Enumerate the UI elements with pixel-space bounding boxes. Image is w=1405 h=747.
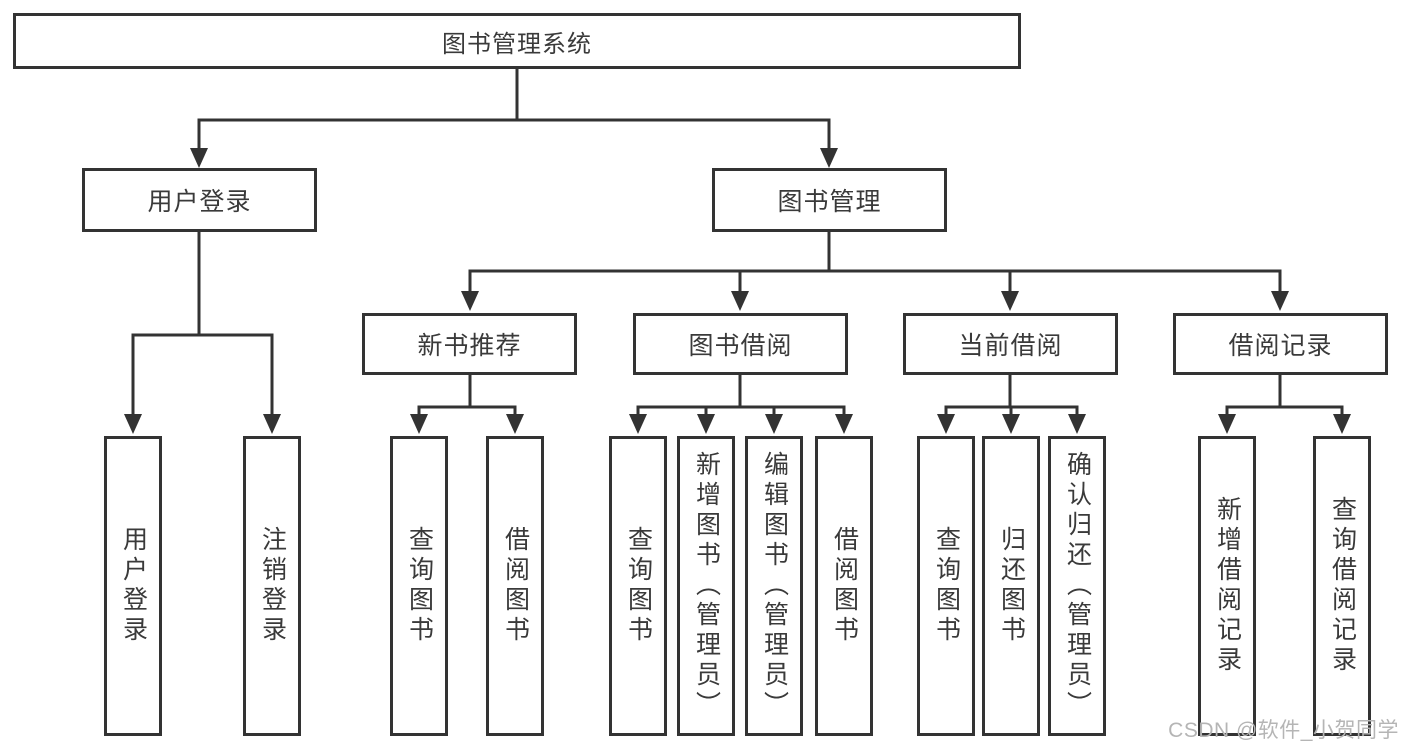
arrowhead-icon [629,414,647,434]
leaf-add-borrow-record: 新增借阅记录 [1198,436,1256,736]
node-book-borrowing: 图书借阅 [633,313,848,375]
node-label: 查询图书 [932,526,961,646]
node-label: 查询借阅记录 [1328,496,1357,676]
arrowhead-icon [765,414,783,434]
node-label: 确认归还（管理员） [1063,451,1092,721]
leaf-return-books: 归还图书 [982,436,1040,736]
node-label: 新增借阅记录 [1213,496,1242,676]
leaf-query-books-borrowing: 查询图书 [609,436,667,736]
node-label: 图书借阅 [688,332,793,360]
arrowhead-icon [263,414,281,434]
arrowhead-icon [1271,291,1289,311]
arrowhead-icon [937,414,955,434]
node-label: 查询图书 [405,526,434,646]
node-label: 编辑图书（管理员） [760,451,789,721]
leaf-query-borrow-record: 查询借阅记录 [1313,436,1371,736]
csdn-watermark: CSDN @软件_小贺同学 [1168,719,1399,742]
arrowhead-icon [124,414,142,434]
node-label: 图书管理系统 [442,30,592,58]
node-new-book-recommend: 新书推荐 [362,313,577,375]
arrowhead-icon [190,148,208,168]
leaf-borrow-books-borrowing: 借阅图书 [815,436,873,736]
node-label: 借阅记录 [1228,332,1333,360]
arrowhead-icon [1068,414,1086,434]
arrowhead-icon [820,148,838,168]
arrowhead-icon [731,291,749,311]
new-book-recommend-connector [410,374,524,434]
arrowhead-icon [410,414,428,434]
leaf-borrow-books-recommend: 借阅图书 [486,436,544,736]
node-label: 注销登录 [258,526,287,646]
arrowhead-icon [697,414,715,434]
node-label: 归还图书 [997,526,1026,646]
node-label: 借阅图书 [830,526,859,646]
arrowhead-icon [1001,291,1019,311]
borrow-records-connector [1218,374,1351,434]
node-label: 用户登录 [147,188,252,216]
current-borrowing-connector [937,374,1086,434]
node-label: 新书推荐 [417,332,522,360]
leaf-add-books-admin: 新增图书（管理员） [677,436,735,736]
leaf-edit-books-admin: 编辑图书（管理员） [745,436,803,736]
node-current-borrowing: 当前借阅 [903,313,1118,375]
node-user-login-branch: 用户登录 [82,168,317,232]
arrowhead-icon [461,291,479,311]
root-to-level2-connector [190,69,838,168]
node-label: 查询图书 [624,526,653,646]
arrowhead-icon [1002,414,1020,434]
node-label: 借阅图书 [501,526,530,646]
arrowhead-icon [1333,414,1351,434]
leaf-user-login: 用户登录 [104,436,162,736]
node-label: 图书管理 [777,188,882,216]
node-library-management-system: 图书管理系统 [13,13,1021,69]
node-borrow-records: 借阅记录 [1173,313,1388,375]
leaf-query-books-recommend: 查询图书 [390,436,448,736]
leaf-logout: 注销登录 [243,436,301,736]
leaf-query-books-current: 查询图书 [917,436,975,736]
management-branch-connector [461,232,1289,311]
node-label: 用户登录 [119,526,148,646]
arrowhead-icon [1218,414,1236,434]
arrowhead-icon [506,414,524,434]
leaf-confirm-return-admin: 确认归还（管理员） [1048,436,1106,736]
arrowhead-icon [835,414,853,434]
node-label: 当前借阅 [958,332,1063,360]
node-label: 新增图书（管理员） [692,451,721,721]
node-book-management-branch: 图书管理 [712,168,947,232]
login-branch-connector [124,232,281,434]
book-borrowing-connector [629,374,853,434]
